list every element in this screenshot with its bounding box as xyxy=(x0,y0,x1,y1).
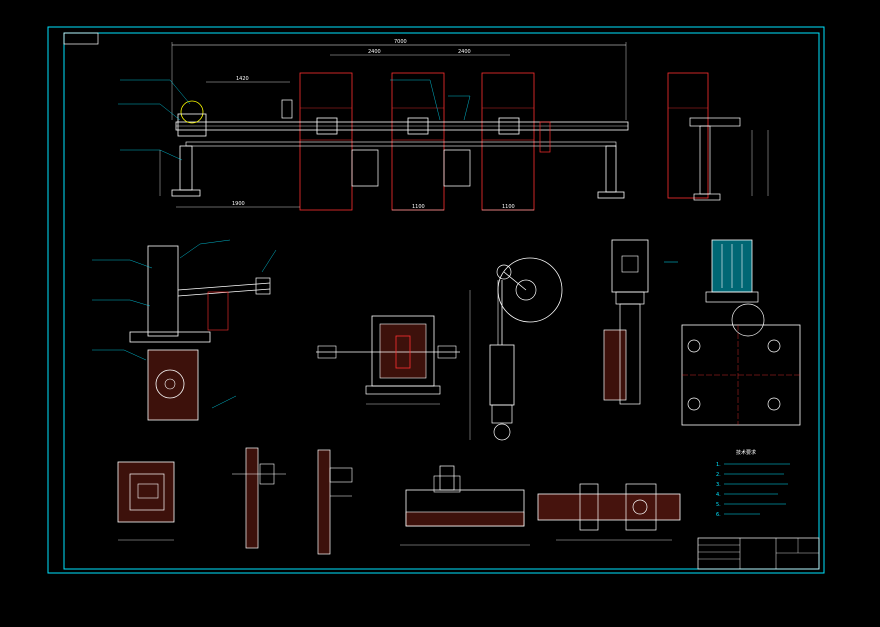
mounting-hole xyxy=(767,397,781,411)
note-line: 2. xyxy=(716,472,721,478)
station-gusset-1 xyxy=(351,149,379,187)
note-line: 4. xyxy=(716,492,721,498)
corner-stamp-box xyxy=(63,32,99,45)
bottom-dimension-a: 1900 xyxy=(232,201,245,207)
bottom-dimension-c: 1100 xyxy=(502,204,515,210)
overall-dimension-text: 7000 xyxy=(394,39,407,45)
leader-line xyxy=(261,249,277,273)
motor-body xyxy=(611,239,649,293)
leader-line xyxy=(92,349,147,361)
rail-clamp-3 xyxy=(498,117,520,135)
leader-line xyxy=(120,79,191,105)
crank-disc xyxy=(497,257,563,323)
bottom-detail-a xyxy=(117,461,175,541)
main-assembly-front-view: 7000 2400 2400 1420 xyxy=(118,39,629,211)
side-view-top-right xyxy=(667,72,769,201)
air-cylinder-body xyxy=(489,344,515,406)
lower-rail-beam xyxy=(185,141,617,147)
note-line: 6. xyxy=(716,512,721,518)
bottom-detail-b xyxy=(232,447,353,555)
gearbox-section-view xyxy=(316,315,460,405)
motor-front-view xyxy=(681,239,801,426)
right-support-leg xyxy=(605,145,617,193)
inner-sheet-border xyxy=(63,32,820,570)
span-right-dimension-text: 2400 xyxy=(458,49,471,55)
note-line: 5. xyxy=(716,502,721,508)
mounting-hole xyxy=(687,339,701,353)
cylinder-linkage-view xyxy=(469,257,563,441)
span-mid-dimension-text: 2400 xyxy=(368,49,381,55)
clamp-mechanism-detail xyxy=(92,239,277,421)
note-line: 1. xyxy=(716,462,721,468)
clamp-boss xyxy=(155,369,185,399)
station-gusset-2 xyxy=(443,149,471,187)
left-drive-head xyxy=(180,100,204,124)
span-left-dimension-text: 1420 xyxy=(236,76,249,82)
leader-line xyxy=(390,79,441,121)
technical-notes-block: 技术要求 1. 2. 3. 4. 5. 6. xyxy=(716,449,790,518)
motor-side-view xyxy=(603,239,678,405)
leader-line xyxy=(211,395,237,409)
mounting-hole xyxy=(687,397,701,411)
station-box-1 xyxy=(299,72,353,211)
note-line: 3. xyxy=(716,482,721,488)
leader-line xyxy=(118,103,181,121)
bottom-dimension-b: 1100 xyxy=(412,204,425,210)
title-block xyxy=(697,537,820,570)
rail-clamp-1 xyxy=(316,117,338,135)
station-box-2 xyxy=(391,72,445,211)
leader-line xyxy=(92,299,151,307)
rail-clamp-2 xyxy=(407,117,429,135)
mounting-hole xyxy=(767,339,781,353)
bottom-shaft-coupling-view xyxy=(537,483,681,541)
leader-line xyxy=(448,95,471,121)
leader-line xyxy=(179,239,231,259)
left-support-leg xyxy=(179,145,193,191)
leader-line xyxy=(92,259,153,269)
leader-line xyxy=(120,149,183,161)
station-box-3 xyxy=(481,72,535,211)
bottom-drive-unit-view xyxy=(400,465,530,546)
notes-heading: 技术要求 xyxy=(736,449,756,456)
outer-sheet-border xyxy=(47,26,825,574)
